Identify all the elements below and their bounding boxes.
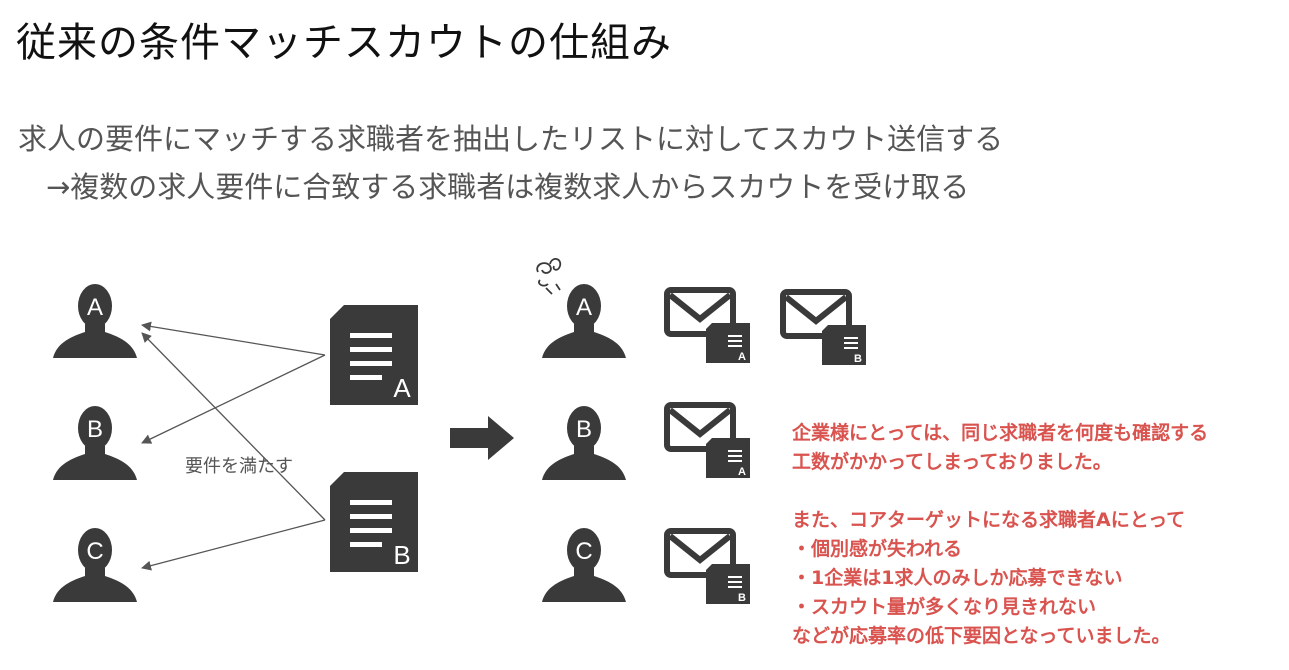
envelope-icon-a-2: B — [783, 292, 866, 365]
note-line: などが応募率の低下要因となっていました。 — [792, 625, 1171, 647]
svg-text:C: C — [86, 538, 103, 565]
right-arrow-icon — [450, 416, 514, 460]
svg-text:B: B — [854, 353, 862, 365]
svg-text:A: A — [393, 373, 411, 403]
arrow-doc-a-to-a — [141, 321, 326, 356]
subtitle-line-2: →複数の求人要件に合致する求職者は複数求人からスカウトを受け取る — [46, 170, 970, 204]
note-line: 工数がかかってしまっておりました。 — [792, 451, 1112, 473]
envelope-icon-c-1: B — [667, 531, 750, 604]
person-icon-left-b: B — [53, 406, 137, 480]
person-icon-left-a: A — [53, 284, 137, 358]
requirement-label: 要件を満たす — [185, 456, 293, 477]
document-icon-a: A — [330, 305, 418, 405]
company-issue-note: 企業様にとっては、同じ求職者を何度も確認する 工数がかかってしまっておりました。 — [792, 419, 1208, 477]
svg-text:B: B — [87, 416, 103, 443]
person-icon-right-a: A — [542, 284, 626, 358]
person-icon-right-b: B — [542, 406, 626, 480]
note-line: ・個別感が失われる — [792, 538, 963, 560]
candidate-issue-note: また、コアターゲットになる求職者Aにとって ・個別感が失われる ・1企業は1求人… — [792, 506, 1185, 651]
note-line: ・スカウト量が多くなり見きれない — [792, 596, 1097, 618]
svg-text:C: C — [575, 538, 592, 565]
envelope-icon-a-1: A — [667, 290, 750, 363]
svg-text:A: A — [576, 294, 592, 321]
svg-text:A: A — [738, 466, 746, 478]
person-icon-left-c: C — [53, 528, 137, 602]
arrow-doc-a-to-b — [141, 354, 326, 444]
envelope-icon-b-1: A — [667, 405, 750, 478]
svg-text:A: A — [738, 351, 746, 363]
svg-text:B: B — [738, 592, 746, 604]
person-icon-right-c: C — [542, 528, 626, 602]
note-line: 企業様にとっては、同じ求職者を何度も確認する — [792, 422, 1209, 444]
svg-text:B: B — [576, 416, 592, 443]
note-line: ・1企業は1求人のみしか応募できない — [792, 567, 1123, 589]
note-line: また、コアターゲットになる求職者Aにとって — [792, 509, 1186, 531]
svg-text:B: B — [393, 540, 410, 570]
subtitle-line-1: 求人の要件にマッチする求職者を抽出したリストに対してスカウト送信する — [18, 122, 1004, 156]
confused-icon — [536, 258, 562, 295]
page-title: 従来の条件マッチスカウトの仕組み — [16, 20, 672, 66]
svg-text:A: A — [87, 294, 103, 321]
arrow-doc-b-to-a — [141, 332, 326, 521]
document-icon-b: B — [330, 472, 418, 572]
arrow-doc-b-to-c — [141, 519, 326, 571]
